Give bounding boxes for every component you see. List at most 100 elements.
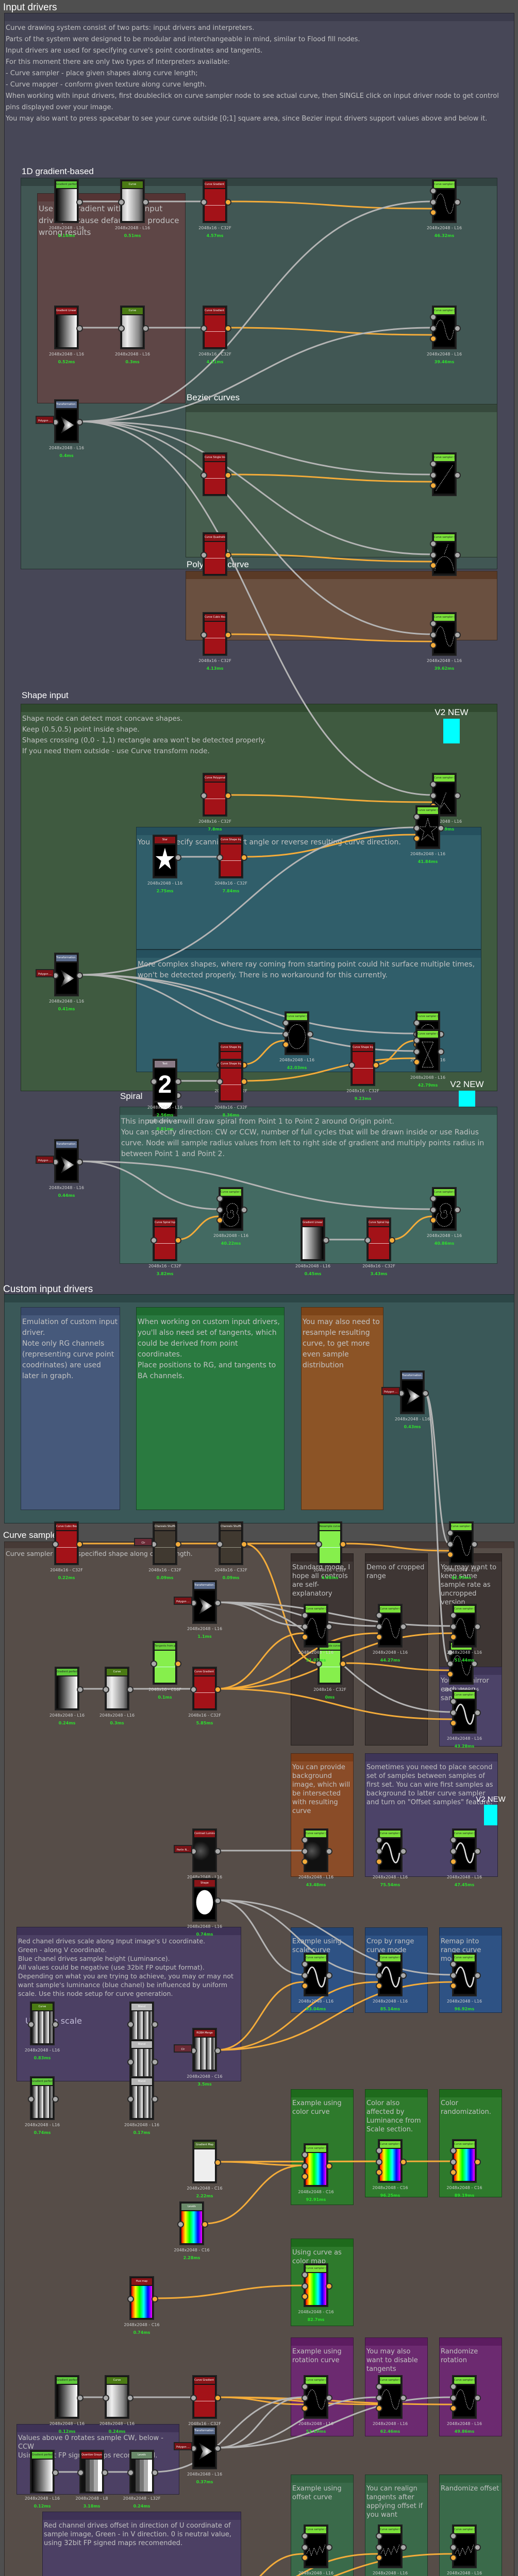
output-pin[interactable] [474,1972,481,1979]
output-pin[interactable] [152,2096,158,2103]
node-curve-sampler-gr[interactable]: Curve sampler (Gr...2048x2048 - L1640.22… [213,1187,248,1246]
input-pin[interactable] [177,2221,184,2228]
input-pin[interactable] [450,2159,457,2165]
output-pin[interactable] [400,2544,407,2551]
input-pin[interactable] [450,1709,457,1716]
input-pin[interactable] [302,2395,308,2401]
output-pin[interactable] [474,2159,481,2165]
output-pin[interactable] [241,1207,247,1213]
input-pin[interactable] [430,562,437,569]
input-pin[interactable] [302,1634,308,1640]
node-curve-sampler-co[interactable]: Curve sampler (Co...2048x2048 - C1696.25… [372,2139,408,2198]
input-pin[interactable] [376,1837,382,1843]
output-pin[interactable] [214,1897,221,1904]
input-pin[interactable] [376,2395,382,2401]
node-quantize-grayscale[interactable]: Quantize Grayscale2048x2048 - L83.18ms [76,2450,108,2509]
input-pin[interactable] [376,2159,382,2165]
input-pin[interactable] [450,2383,457,2390]
output-pin[interactable] [241,854,247,861]
output-pin[interactable] [389,1237,395,1244]
node-curve-sampler-gr[interactable]: Curve sampler (Gr...2048x2048 - L1639.62… [427,612,462,671]
input-pin[interactable] [127,2469,134,2476]
input-pin[interactable] [376,2169,382,2176]
output-pin[interactable] [76,1159,83,1165]
input-pin[interactable] [450,1698,457,1705]
output-pin[interactable] [323,1237,329,1244]
input-pin[interactable] [302,1848,308,1855]
node-curve-sampler-gr[interactable]: Curve sampler (Gr...2048x2048 - L1649.86… [447,2375,482,2434]
node-curve-shape-input[interactable]: Curve Shape Input ...2048x16 - C32F9.23m… [346,1042,379,1101]
input-pin[interactable] [302,1982,308,1989]
output-pin[interactable] [214,1848,221,1855]
input-pin[interactable] [376,2147,382,2154]
input-pin[interactable] [103,2395,109,2401]
input-pin[interactable] [151,1237,157,1244]
input-pin[interactable] [430,472,437,479]
output-pin[interactable] [175,854,181,861]
input-pin[interactable] [364,1237,371,1244]
output-pin[interactable] [225,199,231,206]
output-pin[interactable] [76,972,83,979]
node-curve-sampler-gr[interactable]: Curve sampler (Gr...2048x2048 - L1642.03… [279,1011,314,1070]
output-pin[interactable] [474,2395,481,2401]
input-pin[interactable] [450,1961,457,1968]
input-pin[interactable] [430,620,437,627]
node-curve-sampler-gr[interactable]: Curve sampler (Gr... [430,532,461,576]
node-curve-cubic-bezier[interactable]: Curve Cubic Bezier...2048x16 - C32F4.13m… [198,612,231,671]
output-pin[interactable] [474,1623,481,1630]
input-pin[interactable] [376,2544,382,2551]
input-pin[interactable] [430,461,437,467]
input-pin[interactable] [216,1541,223,1548]
node-curve-gradient-inp[interactable]: Curve Gradient Inp...2048x16 - C32F5.85m… [188,1667,221,1725]
output-pin[interactable] [326,2163,332,2170]
output-pin[interactable] [422,1390,429,1397]
node-curve-sampler-gr[interactable]: Curve sampler (Gr...2048x2048 - L1662.46… [373,2375,408,2434]
input-pin[interactable] [430,188,437,194]
input-pin[interactable] [450,1634,457,1640]
input-pin[interactable] [302,1961,308,1968]
input-pin[interactable] [430,1217,437,1224]
output-pin[interactable] [400,2159,407,2165]
input-pin[interactable] [413,1020,420,1026]
output-pin[interactable] [225,552,231,558]
node-curve-sampler-gr[interactable]: Curve sampler (Gr...2048x2048 - L1639.46… [427,306,462,364]
output-pin[interactable] [175,1541,181,1548]
node-curve-sampler-gr[interactable]: Curve sampler (Gr...2048x2048 - L1644.96… [298,2524,333,2575]
input-pin[interactable] [127,2096,134,2103]
node-curve-gradient-inp[interactable]: Curve Gradient Inp...2048x16 - C32F4.57m… [198,179,231,238]
output-pin[interactable] [454,552,461,558]
input-pin[interactable] [450,2405,457,2412]
input-pin[interactable] [447,1660,454,1667]
input-pin[interactable] [430,335,437,342]
mini-node[interactable]: Polygon ... [174,1597,192,1605]
input-pin[interactable] [200,552,207,558]
input-pin[interactable] [430,552,437,558]
node-curve-sampler-co[interactable]: Curve sampler (Co...2048x2048 - C1689.19… [446,2139,482,2198]
input-pin[interactable] [413,825,420,832]
node-curve-quadratic-b[interactable]: Curve Quadratic B... [200,532,231,576]
node-curve-sampler-gr[interactable]: Curve sampler (Gr...2048x2048 - L1641.84… [410,805,445,864]
output-pin[interactable] [373,1062,379,1069]
node-curve-sampler-gr[interactable]: Curve sampler (Gr...2048x2048 - L1696.92… [447,1953,482,2011]
input-pin[interactable] [302,2151,308,2158]
node-transformation-2d[interactable]: Transformation 2D2048x2048 - L160.41msPo… [36,953,84,1011]
input-pin[interactable] [200,792,207,799]
output-pin[interactable] [326,2395,332,2401]
input-pin[interactable] [282,1041,289,1048]
node-curve-sampler-gr[interactable]: Curve sampler (Gr...2048x2048 - L1643.48… [298,1828,333,1887]
output-pin[interactable] [77,2395,83,2401]
input-pin[interactable] [376,2533,382,2539]
input-pin[interactable] [302,2383,308,2390]
output-pin[interactable] [152,2469,158,2476]
node-curve-sampler-gr[interactable]: Curve sampler (Gr...2048x2048 - L1651.07… [298,1604,333,1663]
output-pin[interactable] [326,1848,332,1855]
